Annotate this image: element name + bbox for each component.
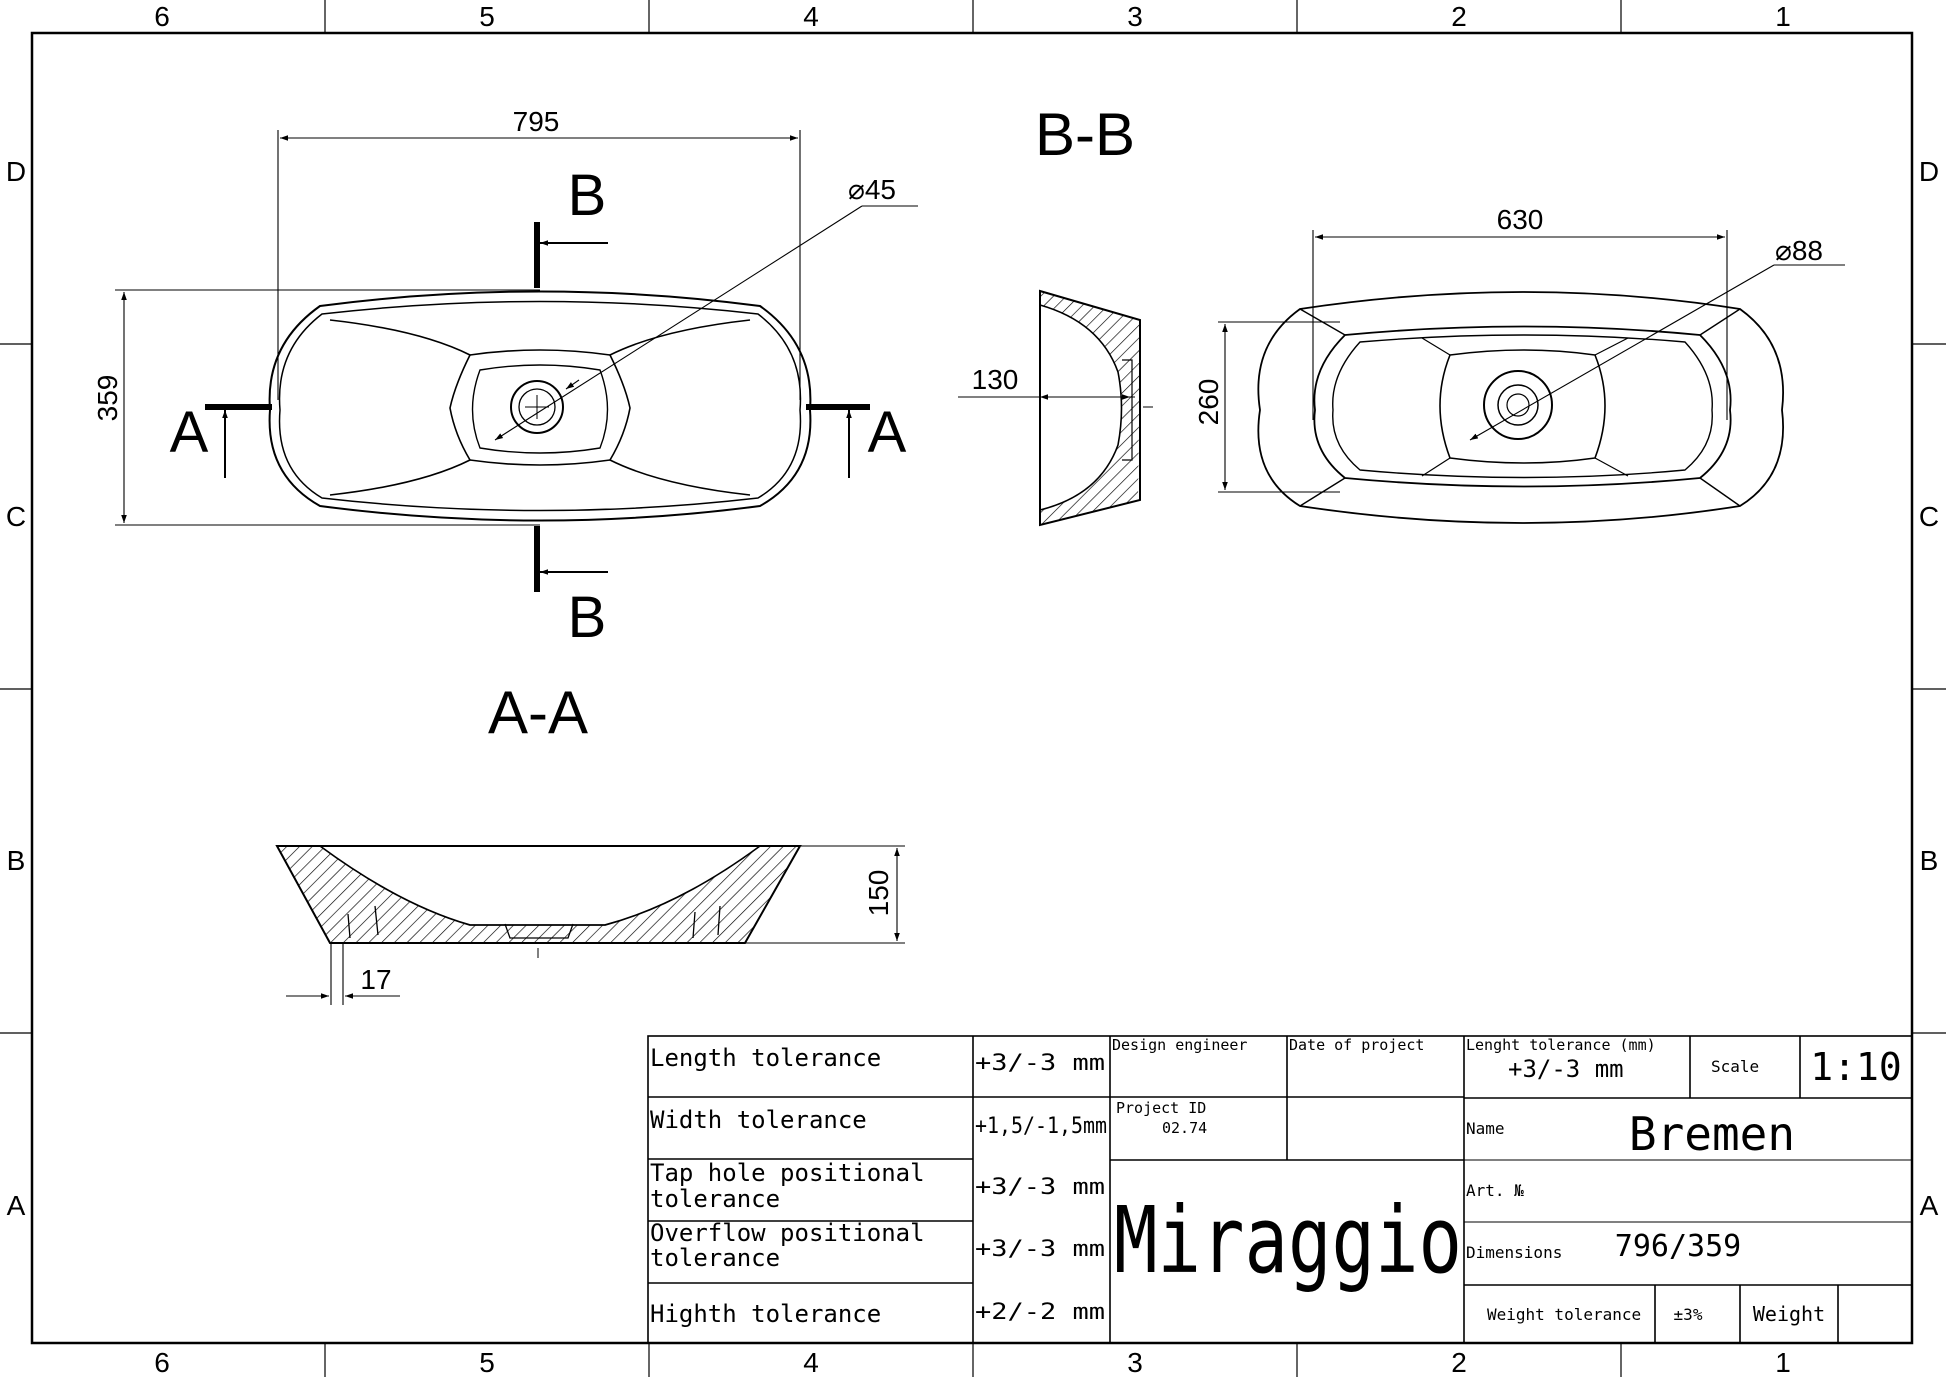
project-id-value: 02.74 (1162, 1119, 1207, 1137)
dim-depth-130: 130 (972, 364, 1019, 395)
length-tolerance-label: Length tolerance (650, 1044, 881, 1072)
frame-col-label: 6 (154, 1, 170, 32)
frame-col-label: 1 (1775, 1, 1791, 32)
section-cut-marks (205, 222, 870, 592)
weight-label: Weight (1753, 1302, 1825, 1326)
section-aa-dimensions (286, 845, 905, 1005)
width-tolerance-label: Width tolerance (650, 1106, 867, 1134)
overflow-tolerance-label-2: tolerance (650, 1244, 780, 1272)
section-mark-a-left: A (170, 400, 209, 465)
height-tolerance-value: +2/-2 mm (975, 1300, 1105, 1325)
weight-tolerance-value: ±3% (1674, 1305, 1703, 1324)
section-mark-b-top: B (568, 163, 607, 228)
frame-col-label: 3 (1127, 1347, 1143, 1377)
frame-col-label: 5 (479, 1347, 495, 1377)
overflow-tolerance-label: Overflow positional (650, 1219, 925, 1247)
width-tolerance-value: +1,5/-1,5mm (975, 1114, 1107, 1139)
frame-row-label: B (7, 845, 26, 876)
date-of-project-label: Date of project (1289, 1036, 1424, 1054)
tap-hole-tolerance-label-2: tolerance (650, 1185, 780, 1213)
dim-height-150: 150 (863, 870, 894, 917)
frame-col-label: 5 (479, 1, 495, 32)
tap-hole-tolerance-value: +3/-3 mm (975, 1175, 1105, 1200)
section-mark-a-right: A (868, 400, 907, 465)
basin-outer-rim (268, 290, 812, 522)
dimensions-label: Dimensions (1466, 1243, 1562, 1262)
length-tolerance-mm-label: Lenght tolerance (mm) (1466, 1036, 1656, 1054)
section-bb-title: B-B (1035, 101, 1135, 168)
length-tolerance-value: +3/-3 mm (975, 1051, 1105, 1076)
art-label: Art. № (1466, 1181, 1524, 1200)
section-mark-b-bottom: B (568, 585, 607, 650)
basin-top-view (268, 290, 812, 522)
frame-row-label: C (6, 501, 26, 532)
dimensions-value: 796/359 (1615, 1229, 1741, 1264)
dim-drain-88: ⌀88 (1775, 235, 1823, 266)
frame-row-label: A (7, 1190, 26, 1221)
dim-drain-45: ⌀45 (848, 174, 896, 205)
frame-row-label: A (1920, 1190, 1939, 1221)
section-aa-title: A-A (488, 679, 588, 746)
frame-row-label: B (1920, 845, 1939, 876)
bottom-view-dimensions (1218, 230, 1845, 493)
dim-width-260: 260 (1193, 379, 1224, 426)
frame-col-label: 4 (803, 1347, 819, 1377)
scale-value: 1:10 (1810, 1045, 1902, 1089)
height-tolerance-label: Highth tolerance (650, 1300, 881, 1328)
dim-length-795: 795 (513, 106, 560, 137)
bottom-drain-outer (1483, 370, 1553, 440)
overflow-tolerance-value: +3/-3 mm (975, 1237, 1105, 1262)
dim-length-630: 630 (1497, 204, 1544, 235)
length-tolerance-mm-value: +3/-3 mm (1508, 1055, 1624, 1083)
frame-col-label: 3 (1127, 1, 1143, 32)
name-label: Name (1466, 1119, 1505, 1138)
section-aa-view (275, 845, 802, 958)
frame-row-label: D (6, 156, 26, 187)
brand-logo: Miraggio (1114, 1187, 1462, 1294)
frame-col-label: 6 (154, 1347, 170, 1377)
weight-tolerance-label: Weight tolerance (1487, 1305, 1641, 1324)
project-id-label: Project ID (1116, 1099, 1206, 1117)
tap-hole-tolerance-label: Tap hole positional (650, 1159, 925, 1187)
frame-row-label: C (1919, 501, 1939, 532)
dim-width-359: 359 (92, 375, 123, 422)
frame-col-label: 1 (1775, 1347, 1791, 1377)
frame-row-label: D (1919, 156, 1939, 187)
scale-label: Scale (1711, 1057, 1759, 1076)
frame-col-label: 2 (1451, 1347, 1467, 1377)
frame-col-label: 4 (803, 1, 819, 32)
frame-col-label: 2 (1451, 1, 1467, 32)
design-engineer-label: Design engineer (1112, 1036, 1247, 1054)
name-value: Bremen (1629, 1107, 1795, 1161)
dim-wall-17: 17 (360, 964, 391, 995)
top-view-dimensions (115, 130, 918, 526)
basin-bottom-view (1257, 291, 1784, 524)
section-bb-view (958, 289, 1153, 527)
drain-hole (510, 380, 564, 434)
title-block: Length tolerance Width tolerance Tap hol… (647, 1035, 1913, 1344)
